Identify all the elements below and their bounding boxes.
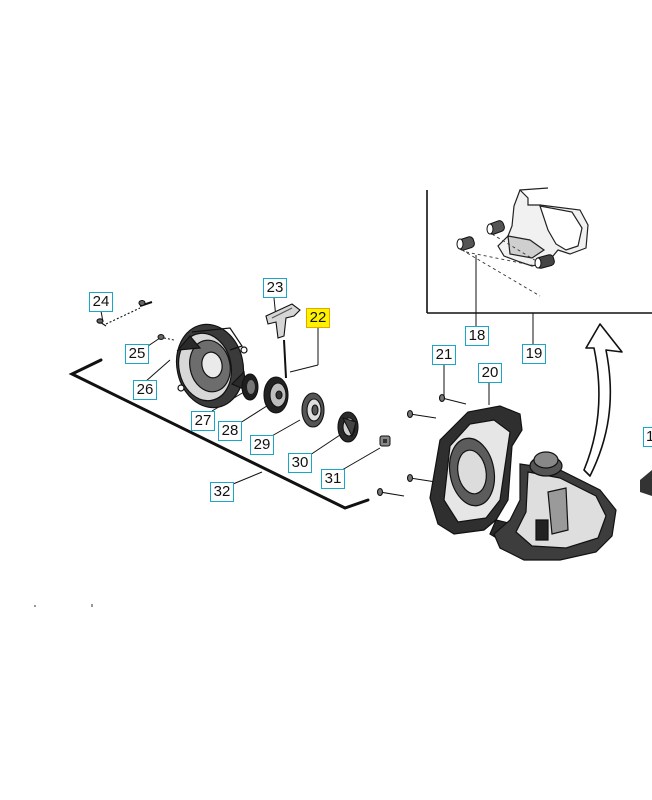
callout-1-partial[interactable]: 1 (643, 427, 652, 447)
inset-bumper-left (456, 236, 475, 251)
callout-28[interactable]: 28 (218, 421, 242, 441)
callout-23[interactable]: 23 (263, 278, 287, 298)
callout-31[interactable]: 31 (321, 469, 345, 489)
callout-27[interactable]: 27 (191, 411, 215, 431)
inset-bumper-mid (486, 220, 505, 235)
nut-drawing (379, 435, 391, 447)
callout-22[interactable]: 22 (306, 308, 330, 328)
callout-25[interactable]: 25 (125, 344, 149, 364)
handle-drawing (265, 303, 301, 339)
inset-dash-lines (461, 233, 541, 297)
callout-26[interactable]: 26 (133, 380, 157, 400)
callout-32[interactable]: 32 (210, 482, 234, 502)
bolts-21-drawing (376, 393, 467, 497)
partial-part-right-drawing (640, 470, 652, 496)
washer-drawing (301, 392, 325, 428)
inset-bumper-right (534, 254, 555, 269)
spring-drawing (241, 373, 259, 401)
engine-housing-drawing (429, 405, 542, 547)
screw-24-drawing (96, 299, 153, 327)
callout-29[interactable]: 29 (250, 435, 274, 455)
starter-cord-drawing (68, 358, 370, 510)
callout-18[interactable]: 18 (465, 326, 489, 346)
inset-housing-drawing (497, 187, 589, 267)
curved-arrow-icon (583, 323, 623, 477)
ratchet-drawing (337, 411, 359, 443)
stray-marks (34, 604, 93, 607)
callout-20[interactable]: 20 (478, 363, 502, 383)
screw-25-drawing (157, 334, 175, 341)
engine-drawing (493, 451, 617, 561)
callout-24[interactable]: 24 (89, 292, 113, 312)
callout-21[interactable]: 21 (432, 345, 456, 365)
callout-30[interactable]: 30 (288, 453, 312, 473)
pulley-drawing (263, 339, 289, 414)
starter-housing-drawing (175, 323, 248, 409)
inset-frame (426, 190, 652, 314)
callout-19[interactable]: 19 (522, 344, 546, 364)
